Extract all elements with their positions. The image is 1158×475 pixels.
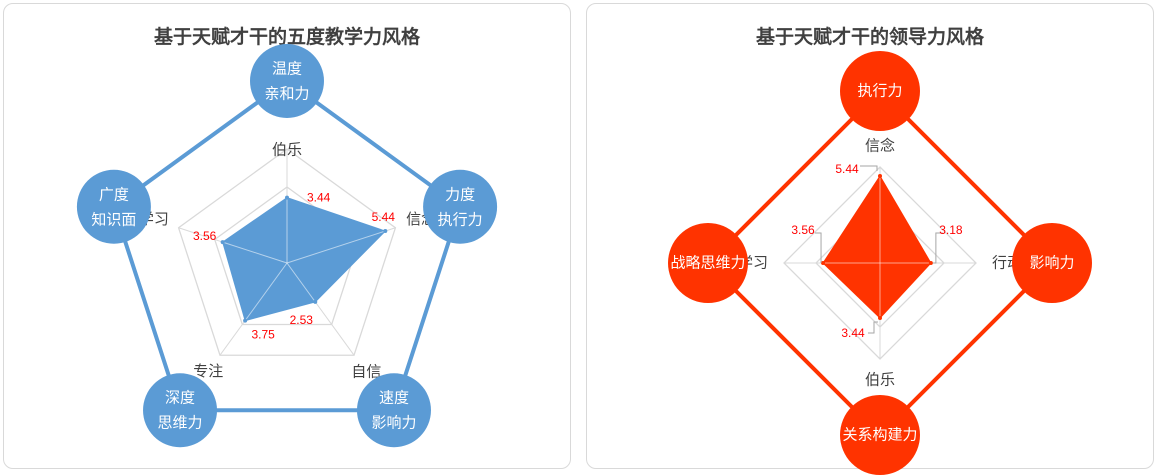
dimension-node [423, 169, 498, 244]
node-label: 执行力 [857, 83, 902, 100]
value-leader [868, 321, 878, 334]
data-point [821, 261, 826, 265]
node-label: 广度 [99, 186, 129, 203]
data-label: 5.44 [835, 162, 859, 176]
data-label: 3.44 [307, 191, 331, 205]
value-leader [932, 232, 943, 264]
node-label: 深度 [165, 390, 195, 407]
data-spoke [286, 262, 316, 303]
chart-title: 基于天赋才干的五度教学力风格 [153, 27, 420, 48]
axis-label: 信念 [865, 137, 895, 155]
node-label: 战略思维力 [670, 255, 745, 272]
node-label: 思维力 [158, 415, 203, 432]
data-point [928, 261, 933, 265]
data-point [383, 229, 388, 234]
dimension-node [76, 169, 151, 244]
node-label: 亲和力 [264, 86, 309, 103]
data-label: 3.56 [193, 229, 217, 243]
grid-ring [177, 148, 397, 356]
data-label: 3.18 [939, 223, 963, 237]
value-leader [815, 232, 822, 263]
data-label: 2.53 [290, 313, 314, 327]
dimension-node [250, 44, 324, 118]
value-leader [860, 165, 878, 171]
data-label: 3.56 [791, 223, 815, 237]
node-label: 速度 [379, 390, 409, 407]
data-point [878, 173, 882, 178]
node-label: 关系构建力 [842, 427, 917, 444]
dimension-node [840, 395, 920, 475]
data-spoke [286, 230, 386, 264]
data-label: 3.75 [251, 328, 275, 342]
dimension-node [143, 373, 218, 448]
node-label: 温度 [272, 61, 302, 78]
node-label: 执行力 [438, 211, 483, 228]
data-area [822, 175, 932, 319]
data-point [243, 318, 248, 323]
data-spoke [222, 241, 288, 264]
data-label: 3.44 [841, 326, 865, 340]
dimension-node [1012, 223, 1092, 303]
data-area [222, 197, 387, 322]
data-point [878, 316, 882, 321]
axis-label: 专注 [193, 363, 223, 380]
dimension-node [356, 373, 431, 448]
node-label: 影响力 [1029, 255, 1074, 272]
axis-label: 伯乐 [272, 142, 302, 159]
chart-title: 基于天赋才干的领导力风格 [755, 27, 984, 48]
dimension-node [840, 51, 920, 131]
data-label: 5.44 [372, 210, 396, 224]
dimension-node [668, 223, 748, 303]
data-point [220, 240, 225, 245]
data-spoke [244, 262, 288, 321]
data-point [285, 195, 289, 200]
node-label: 知识面 [91, 211, 136, 228]
axis-label: 伯乐 [865, 372, 895, 389]
data-point [313, 299, 318, 304]
node-label: 力度 [445, 186, 475, 203]
axis-label: 自信 [351, 364, 381, 381]
node-label: 影响力 [371, 415, 416, 432]
